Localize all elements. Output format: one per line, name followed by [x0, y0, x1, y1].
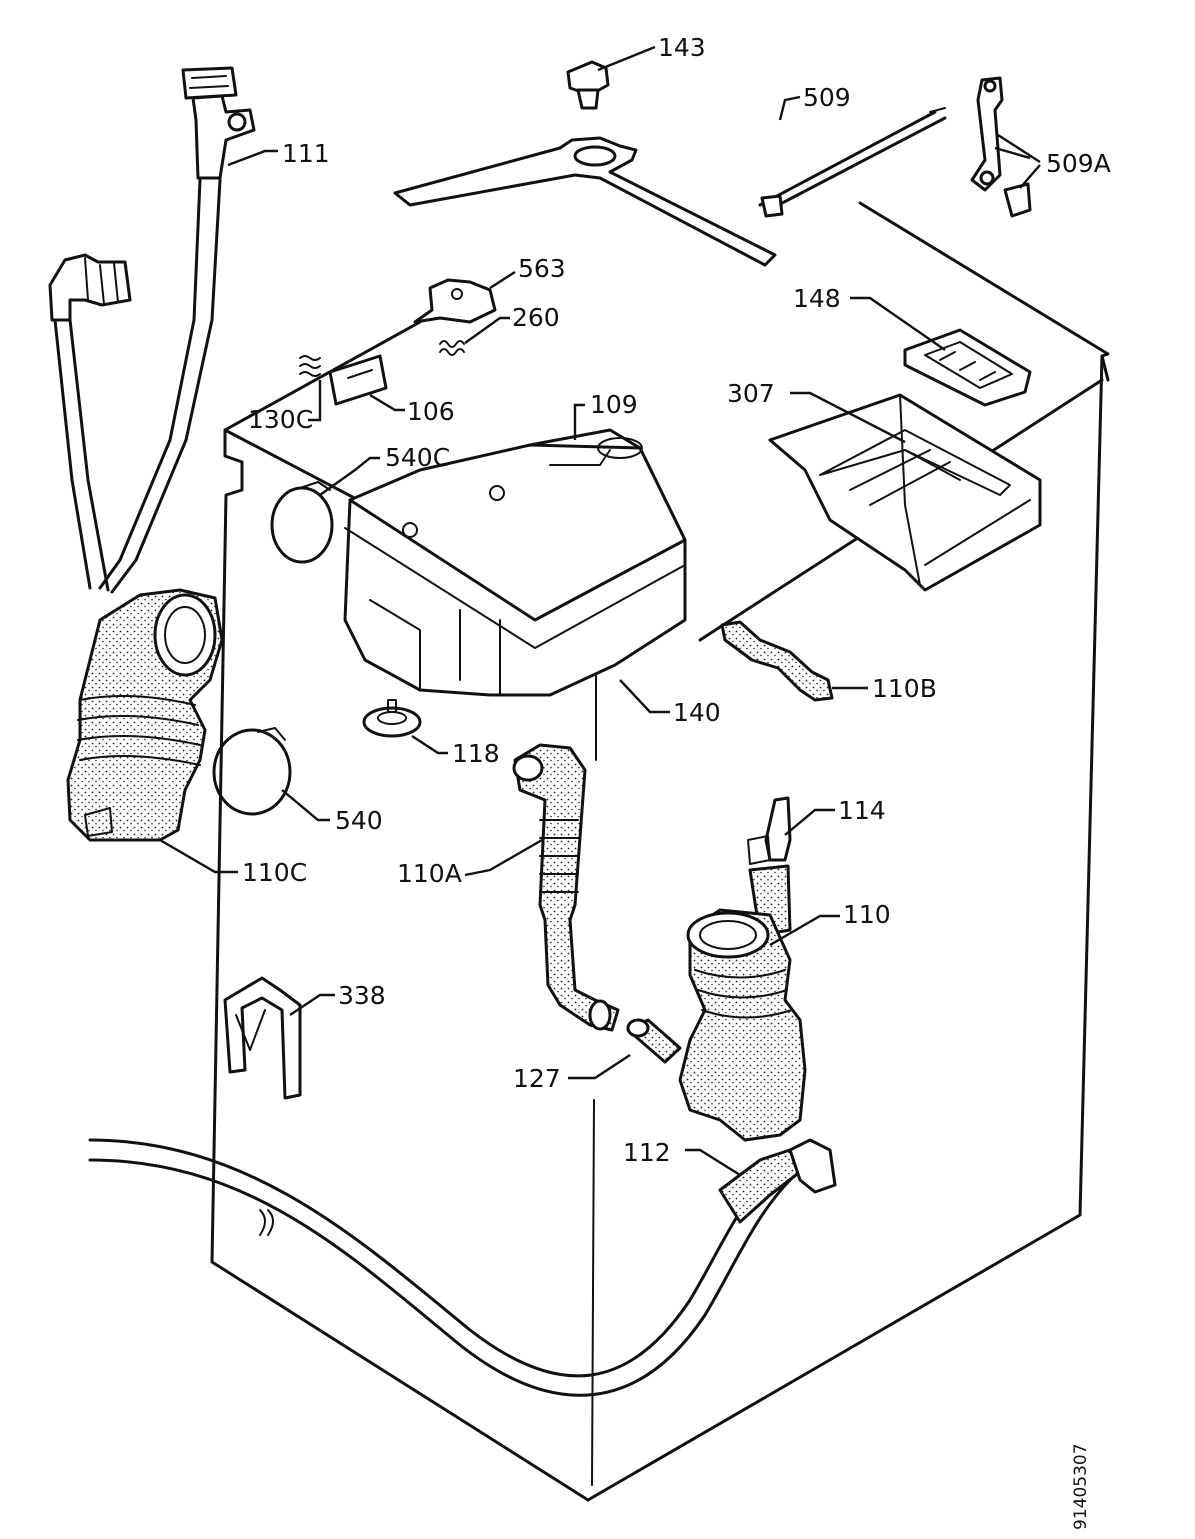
- label-307: 307: [727, 379, 775, 408]
- spring-130C: [299, 355, 321, 377]
- lever-509: [393, 107, 947, 267]
- hose-guide-338: [223, 976, 302, 1100]
- label-110: 110: [843, 900, 891, 929]
- part-labels: 143 509 509A 111 563 260 148 130C 106 10…: [242, 33, 1111, 1530]
- label-509A: 509A: [1046, 149, 1111, 178]
- sump-110: [678, 908, 807, 1142]
- label-110B: 110B: [872, 674, 937, 703]
- drain-hose-112: [88, 1138, 837, 1397]
- label-140: 140: [673, 698, 721, 727]
- detergent-drawer-307: [768, 393, 1042, 592]
- label-110A: 110A: [397, 859, 462, 888]
- leader-lines: [159, 45, 1041, 1177]
- dispenser-housing-140: [343, 428, 687, 697]
- label-148: 148: [793, 284, 841, 313]
- inlet-hose-111: [48, 66, 256, 594]
- connector-127: [626, 1018, 682, 1064]
- hose-clamp-540: [212, 727, 292, 816]
- label-143: 143: [658, 33, 706, 62]
- spring-260: [439, 340, 465, 356]
- label-109: 109: [590, 390, 638, 419]
- label-110C: 110C: [242, 858, 307, 887]
- label-127: 127: [513, 1064, 561, 1093]
- bracket-509A: [970, 76, 1032, 218]
- label-112: 112: [623, 1138, 671, 1167]
- label-563: 563: [518, 254, 566, 283]
- label-540: 540: [335, 806, 383, 835]
- label-111: 111: [282, 139, 330, 168]
- label-130C: 130C: [248, 405, 313, 434]
- small-hose-110B: [720, 620, 834, 702]
- label-338: 338: [338, 981, 386, 1010]
- drawing-code: 91405307: [1071, 1443, 1091, 1530]
- knob-143: [566, 60, 610, 110]
- label-260: 260: [512, 303, 560, 332]
- label-114: 114: [838, 796, 886, 825]
- label-118: 118: [452, 739, 500, 768]
- button-panel-148: [903, 328, 1032, 407]
- cam-563: [413, 278, 497, 324]
- label-106: 106: [407, 397, 455, 426]
- label-509: 509: [803, 83, 851, 112]
- label-540C: 540C: [385, 443, 450, 472]
- bellows-110C: [66, 588, 224, 842]
- hose-clamp-540C: [270, 481, 334, 564]
- slider-106: [328, 354, 388, 406]
- gear-118: [362, 699, 422, 738]
- hose-110A: [512, 743, 620, 1032]
